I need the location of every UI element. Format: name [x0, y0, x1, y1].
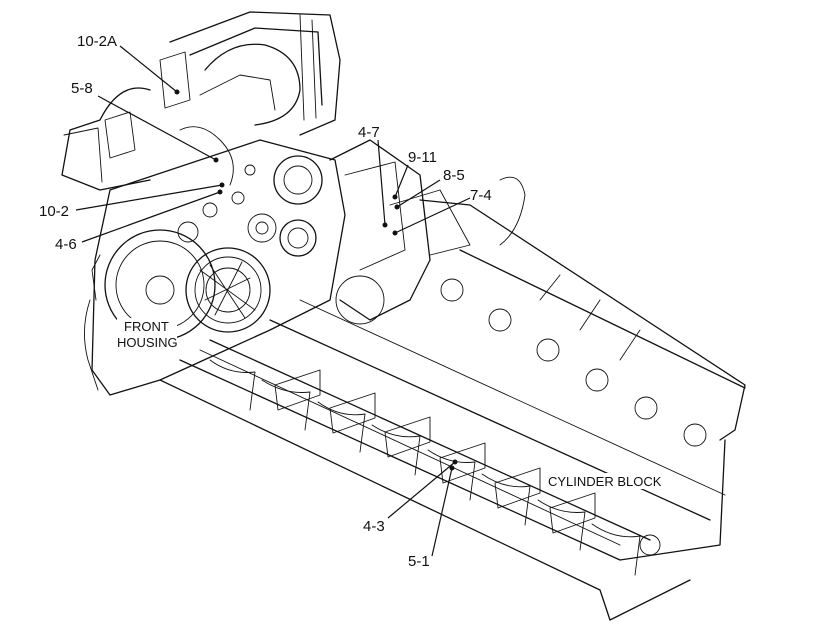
wiring-harness-drawing: [179, 126, 526, 246]
leader-10-2: [75, 184, 223, 211]
leader-lines: [75, 45, 471, 557]
leader-8-5: [396, 179, 441, 208]
side-housing-drawing: [329, 139, 471, 325]
front-housing-label-line2: HOUSING: [117, 335, 178, 350]
callout-4-7: 4-7: [358, 124, 380, 141]
callout-5-1: 5-1: [408, 553, 430, 570]
callout-4-3: 4-3: [363, 518, 385, 535]
front-housing-label-line1: FRONT: [124, 319, 169, 334]
cylinder-block-drawing: [159, 199, 746, 621]
leader-10-2A: [119, 45, 178, 93]
engine-line-art: [61, 11, 746, 621]
cylinder-block-label: CYLINDER BLOCK: [548, 474, 662, 489]
leader-9-11: [394, 164, 409, 198]
leader-4-6: [81, 191, 221, 243]
callout-9-11: 9-11: [408, 149, 437, 166]
callout-8-5: 8-5: [443, 167, 465, 184]
upper-housing-drawing: [61, 11, 341, 191]
leader-7-4: [394, 197, 471, 234]
callout-5-8: 5-8: [71, 80, 93, 97]
callout-7-4: 7-4: [470, 187, 492, 204]
callout-4-6: 4-6: [55, 236, 77, 253]
callout-10-2: 10-2: [39, 203, 69, 220]
leader-4-7: [377, 139, 386, 226]
leader-4-3: [387, 461, 456, 519]
callout-10-2A: 10-2A: [77, 33, 117, 50]
leader-5-8: [97, 95, 217, 161]
leader-5-1: [431, 467, 453, 557]
